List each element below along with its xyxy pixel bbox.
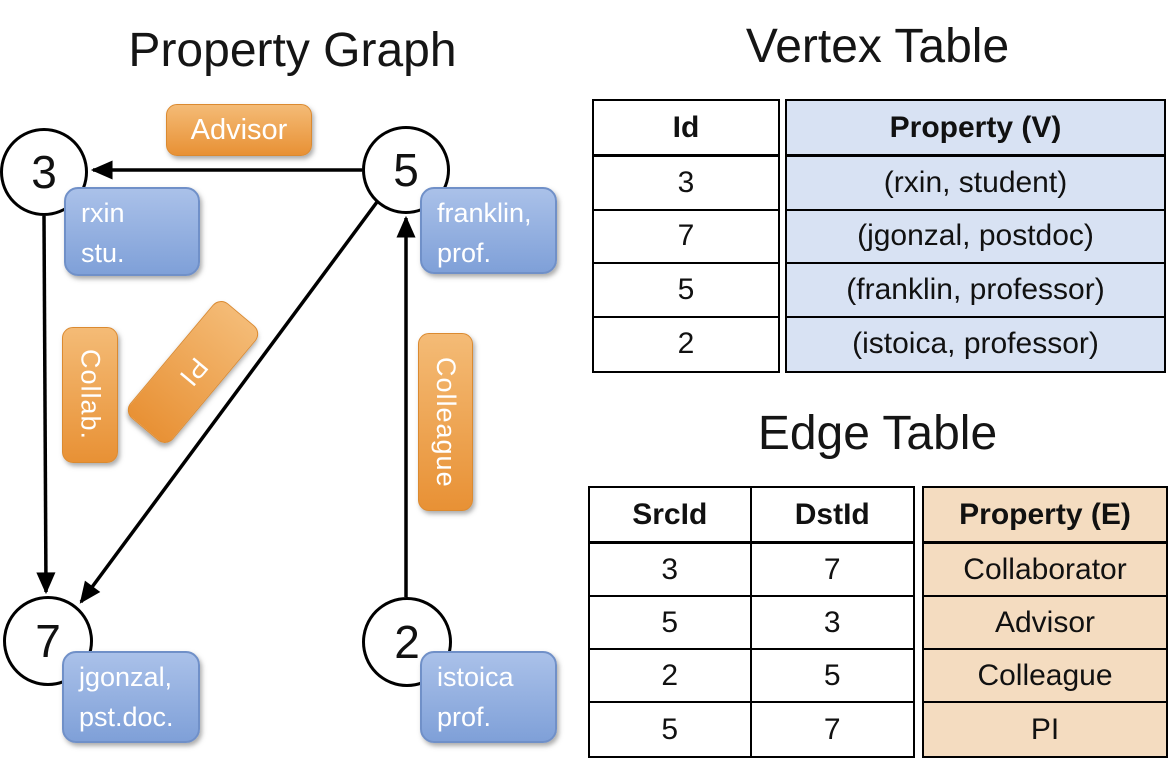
edge-srcid-cell: 3 [590, 544, 750, 597]
edge-table-title: Edge Table [757, 407, 998, 460]
graph-title: Property Graph [128, 24, 457, 77]
node-box-franklin-line1: franklin, [437, 198, 532, 228]
vertex-table-property-header: Property (V) [787, 101, 1164, 157]
edge-table-srcid-header: SrcId [590, 488, 750, 544]
vertex-property-cell: (istoica, professor) [852, 327, 1099, 361]
vertex-property-cell: (jgonzal, postdoc) [787, 211, 1164, 264]
edge-property-cell: Colleague [924, 650, 1166, 703]
vertex-id-cell: 2 [677, 327, 695, 361]
edge-label-colleague: Colleague [418, 333, 473, 511]
edge-property-cell: Collaborator [924, 544, 1166, 597]
edge-label-collab: Collab. [62, 327, 118, 463]
edge-table-dstid-column: DstId 7 3 5 7 [751, 488, 913, 756]
arrow-collab-3-to-7 [36, 215, 56, 595]
node-circle-2: 2 [362, 597, 452, 687]
node-box-rxin: rxin stu. [64, 187, 200, 276]
vertex-table-property-column: Property (V) (rxin, student) (jgonzal, p… [785, 99, 1166, 373]
vertex-id-cell: 5 [594, 264, 778, 318]
node-box-rxin-line2: stu. [81, 238, 125, 268]
edge-table-property-header: Property (E) [924, 488, 1166, 544]
node-box-jgonzal: jgonzal, pst.doc. [62, 651, 200, 743]
edge-srcid-cell: 5 [661, 712, 679, 746]
edge-srcid-cell: 5 [590, 597, 750, 650]
vertex-property-cell: (franklin, professor) [787, 264, 1164, 318]
edge-label-advisor: Advisor [166, 104, 312, 156]
vertex-table-id-header: Id [594, 101, 778, 157]
edge-label-colleague-text: Colleague [431, 356, 461, 488]
edge-srcid-cell: 2 [590, 650, 750, 703]
edge-table-dstid-header: DstId [751, 488, 913, 544]
vertex-id-cell: 3 [594, 157, 778, 211]
graph-edges-canvas [36, 160, 416, 604]
node-box-istoica-line2: prof. [437, 702, 492, 732]
vertex-table-title: Vertex Table [745, 20, 1010, 73]
node-box-franklin-line2: prof. [437, 238, 492, 268]
edge-dstid-cell: 7 [823, 712, 841, 746]
edge-property-cell: PI [1030, 712, 1060, 746]
edge-dstid-cell: 5 [751, 650, 913, 703]
edge-table-srcid-column: SrcId 3 5 2 5 [590, 488, 752, 756]
node-box-jgonzal-line1: jgonzal, [79, 662, 173, 692]
edge-table-id-columns: SrcId 3 5 2 5 DstId 7 3 5 7 [588, 486, 915, 758]
edge-dstid-cell: 7 [751, 544, 913, 597]
vertex-property-cell: (rxin, student) [787, 157, 1164, 211]
vertex-id-cell: 7 [594, 211, 778, 264]
edge-label-collab-text: Collab. [75, 349, 106, 441]
edge-table-property-column: Property (E) Collaborator Advisor Collea… [922, 486, 1168, 758]
arrow-pi-5-to-7 [79, 200, 379, 604]
node-circle-5: 5 [362, 126, 450, 214]
edge-dstid-cell: 3 [751, 597, 913, 650]
node-box-jgonzal-line2: pst.doc. [79, 702, 174, 732]
node-box-franklin: franklin, prof. [420, 187, 557, 274]
node-box-rxin-line1: rxin [81, 198, 125, 228]
node-box-istoica-line1: istoica [437, 662, 514, 692]
vertex-table-id-column: Id 3 7 5 2 [592, 99, 780, 373]
edge-property-cell: Advisor [924, 597, 1166, 650]
edge-label-pi-text: PI [173, 352, 214, 393]
node-box-istoica: istoica prof. [420, 651, 557, 743]
